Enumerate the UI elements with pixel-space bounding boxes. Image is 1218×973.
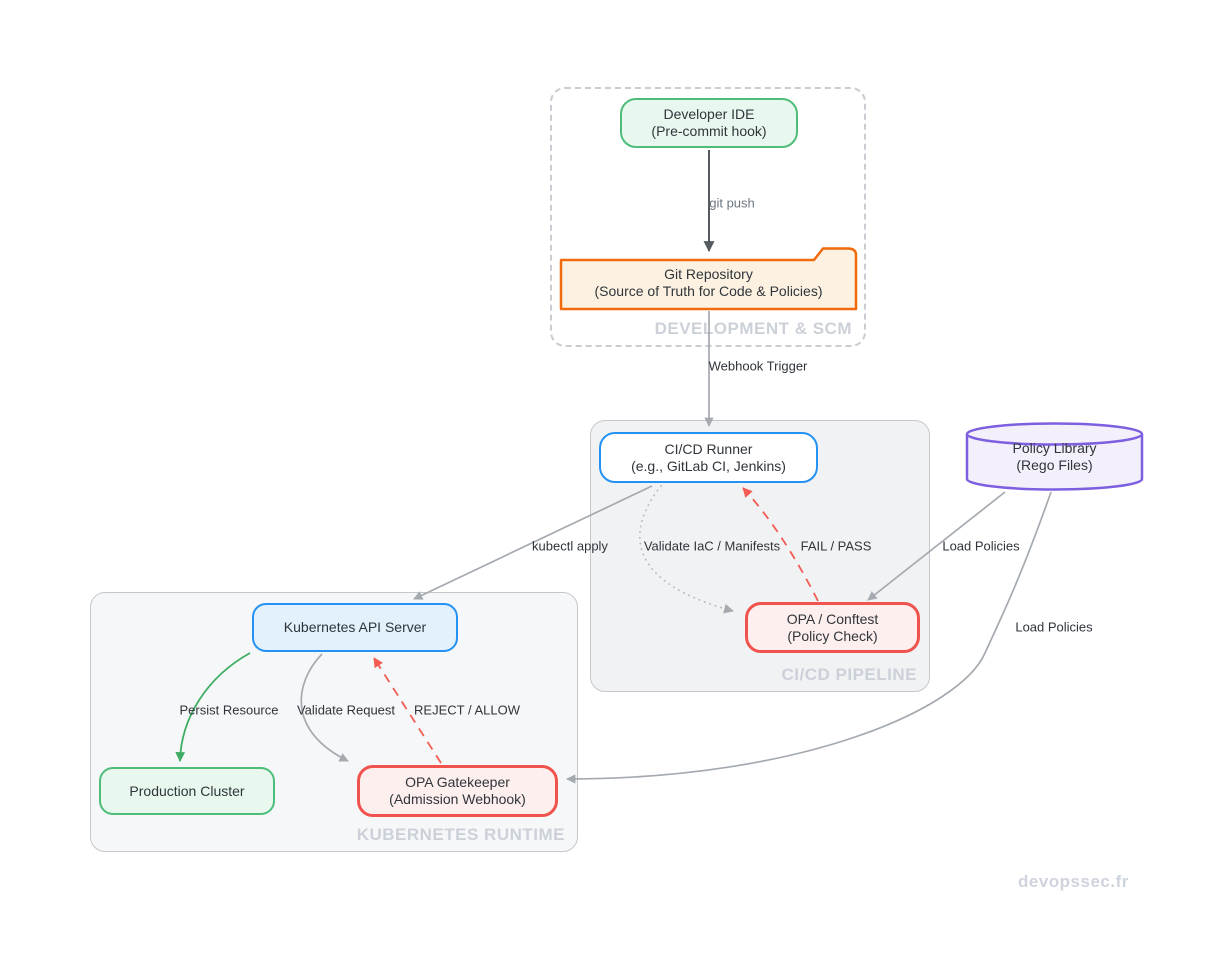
node-policy-library-label: Policy Library (Rego Files) [967,440,1142,474]
edge-label-validate-iac: Validate IaC / Manifests [643,538,781,554]
node-opa-gatekeeper: OPA Gatekeeper (Admission Webhook) [357,765,558,817]
edge-label-reject-allow: REJECT / ALLOW [414,702,520,718]
edge-load-policies-conftest [867,491,1006,601]
edge-validate-request [300,653,349,762]
edge-label-git-push: git push [709,195,755,211]
node-opa-conftest-subtitle: (Policy Check) [787,627,878,644]
edge-kubectl-apply [413,485,653,600]
policy-library-cylinder-body [965,434,1144,491]
edge-fail-pass [742,487,819,602]
node-git-repository-subtitle: (Source of Truth for Code & Policies) [594,283,823,299]
edge-load-policies-gatekeeper [566,491,1052,784]
edge-reject-allow [373,657,442,764]
node-kubernetes-api-server-title: Kubernetes API Server [283,619,427,635]
node-cicd-runner: CI/CD Runner (e.g., GitLab CI, Jenkins) [599,432,818,483]
node-cicd-runner-title: CI/CD Runner [664,440,753,457]
edge-label-validate-request: Validate Request [296,702,396,718]
node-git-repository-title: Git Repository [664,266,753,282]
node-developer-ide: Developer IDE (Pre-commit hook) [620,98,798,148]
edge-label-persist-resource: Persist Resource [179,702,279,718]
node-opa-gatekeeper-title: OPA Gatekeeper [405,774,510,790]
git-repository-folder-shape [559,247,858,311]
edge-label-load-policies-gatekeeper: Load Policies [1015,619,1093,635]
edge-label-webhook-trigger: Webhook Trigger [708,358,808,374]
node-production-cluster-title: Production Cluster [129,782,245,799]
node-policy-library-subtitle: (Rego Files) [1016,457,1093,473]
container-cicd-pipeline-label: CI/CD PIPELINE [781,665,917,684]
edge-label-fail-pass: FAIL / PASS [800,538,872,554]
edge-persist-resource [175,652,251,762]
watermark-devopssec: devopssec.fr [1018,872,1129,891]
node-cicd-runner-subtitle: (e.g., GitLab CI, Jenkins) [631,457,786,474]
node-developer-ide-title: Developer IDE [663,106,755,122]
edge-label-load-policies-conftest: Load Policies [942,538,1020,554]
node-policy-library-title: Policy Library [1012,440,1097,456]
container-kubernetes-runtime-label: KUBERNETES RUNTIME [356,825,565,844]
node-opa-conftest: OPA / Conftest (Policy Check) [745,602,920,653]
node-developer-ide-subtitle: (Pre-commit hook) [651,123,767,139]
node-opa-conftest-title: OPA / Conftest [786,610,879,627]
node-kubernetes-api-server: Kubernetes API Server [252,603,458,652]
container-development-scm-label: DEVELOPMENT & SCM [654,319,852,338]
container-development-scm: DEVELOPMENT & SCM [550,87,866,347]
node-production-cluster: Production Cluster [99,767,275,815]
edge-label-kubectl-apply: kubectl apply [532,538,608,554]
node-git-repository-label: Git Repository (Source of Truth for Code… [561,266,856,300]
node-opa-gatekeeper-subtitle: (Admission Webhook) [389,791,526,807]
policy-library-cylinder-top [965,422,1144,446]
